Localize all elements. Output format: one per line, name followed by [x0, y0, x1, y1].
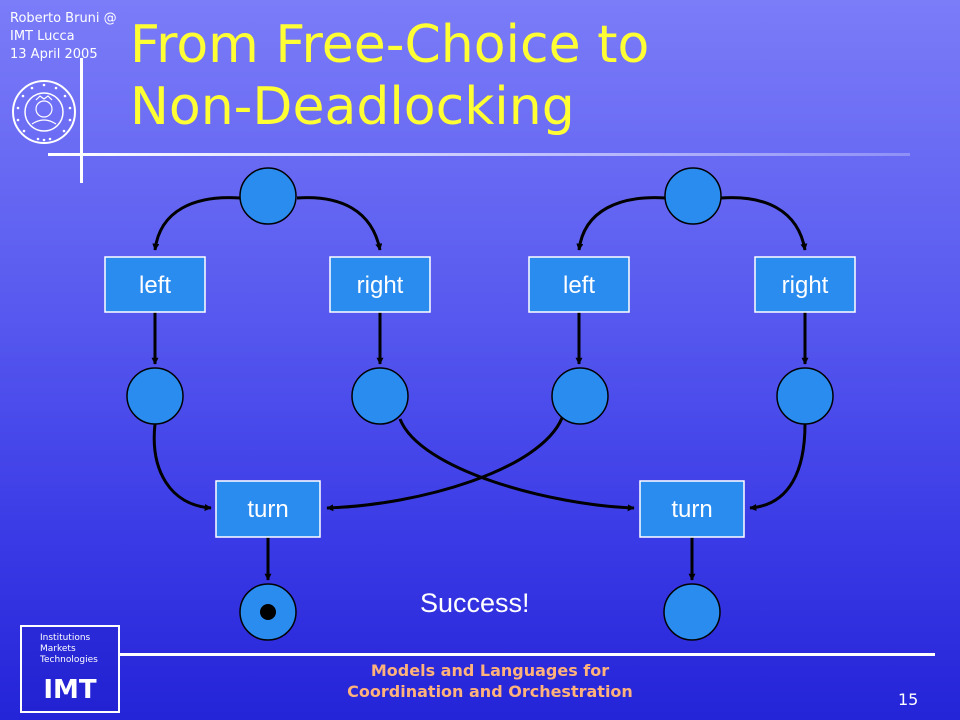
date: 13 April 2005 — [10, 47, 98, 62]
page-number: 15 — [898, 690, 919, 709]
arc-placeB-to-turn2 — [398, 418, 635, 512]
place-mid-3 — [551, 367, 609, 425]
transition-left-1 — [104, 256, 206, 313]
arc-placeD-to-turn2 — [749, 423, 807, 512]
place-mid-4 — [776, 367, 834, 425]
transition-right-2-label: right — [782, 272, 829, 299]
imt-logo: Institutions Markets Technologies IMT — [20, 625, 120, 713]
imt-line-1: Institutions — [40, 633, 91, 643]
transition-right-1-label: right — [357, 272, 404, 299]
header-divider — [48, 153, 910, 156]
place-top-1 — [239, 167, 297, 225]
arc-top2-to-left2 — [576, 196, 667, 251]
imt-line-3: Technologies — [40, 655, 98, 665]
arc-placeC-to-turn1 — [326, 417, 564, 512]
footer-line-1: Models and Languages for — [370, 661, 610, 680]
place-mid-2 — [351, 367, 409, 425]
slide-meta: Roberto Bruni @ IMT Lucca 13 April 2005 — [10, 10, 117, 64]
title-line-1: From Free-Choice to — [130, 15, 650, 75]
institution: IMT Lucca — [10, 29, 75, 44]
title-line-2: Non-Deadlocking — [130, 77, 575, 137]
place-mid-1 — [126, 367, 184, 425]
author: Roberto Bruni @ — [10, 11, 117, 26]
transition-right-2 — [754, 256, 856, 313]
transition-turn-1 — [215, 480, 321, 538]
slide-title: From Free-Choice to Non-Deadlocking — [130, 14, 649, 138]
transition-turn-2 — [639, 480, 745, 538]
footer-line-2: Coordination and Orchestration — [347, 682, 633, 701]
footer-divider — [120, 653, 935, 656]
arc-top1-to-left1 — [152, 196, 241, 251]
transition-left-2-label: left — [563, 272, 595, 299]
footer-course-title: Models and Languages for Coordination an… — [300, 660, 680, 702]
arc-top2-to-right2 — [720, 196, 808, 251]
header-divider-vertical — [80, 58, 83, 183]
token — [260, 604, 276, 620]
transition-right-1 — [329, 256, 431, 313]
imt-logo-text: Institutions Markets Technologies — [40, 633, 98, 666]
transition-left-1-label: left — [139, 272, 171, 299]
place-top-2 — [664, 167, 722, 225]
arc-top1-to-right1 — [296, 196, 383, 251]
imt-acronym: IMT — [43, 675, 97, 705]
transition-left-2 — [528, 256, 630, 313]
arc-placeA-to-turn1 — [152, 423, 212, 512]
university-seal-icon — [12, 80, 76, 144]
place-bottom-2 — [663, 583, 721, 641]
transition-turn-2-label: turn — [671, 496, 712, 523]
success-annotation: Success! — [420, 588, 530, 618]
transition-turn-1-label: turn — [247, 496, 288, 523]
imt-line-2: Markets — [40, 644, 76, 654]
